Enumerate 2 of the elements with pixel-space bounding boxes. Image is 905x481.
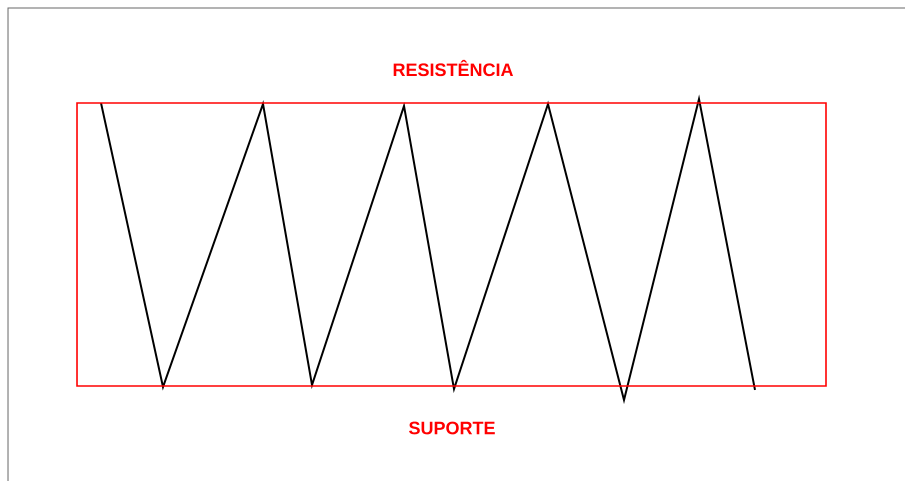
label-text: RESISTÊNCIA (394, 60, 514, 76)
label-text: SUPORTE (409, 422, 495, 434)
